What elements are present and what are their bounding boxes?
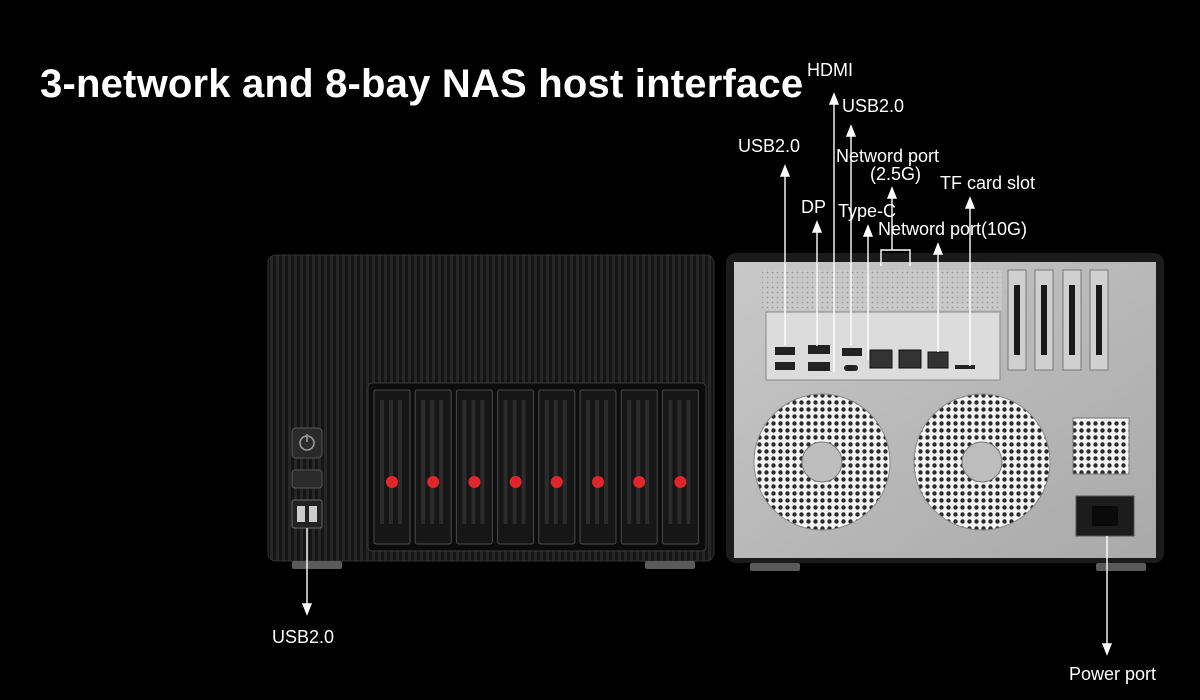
drive-tray-vent: [586, 400, 590, 524]
drive-tray-release-button[interactable]: [674, 476, 687, 488]
drive-tray-vent: [480, 400, 485, 524]
rear-foot-right: [1096, 563, 1146, 571]
front-foot-left: [292, 561, 342, 569]
drive-tray-vent: [562, 400, 567, 524]
drive-bays: [373, 389, 699, 545]
label-usb-front: USB2.0: [272, 627, 335, 647]
drive-tray-release-button[interactable]: [592, 476, 604, 488]
io-shield: [765, 311, 1001, 381]
drive-tray-vent: [636, 400, 641, 524]
drive-tray-vent: [521, 400, 526, 524]
reset-button[interactable]: [291, 469, 323, 489]
drive-tray-release-button[interactable]: [468, 476, 481, 488]
drive-tray-vent: [389, 400, 393, 524]
drive-tray-release-button[interactable]: [509, 476, 522, 488]
dp-port[interactable]: [808, 345, 830, 354]
label-tf-card: TF card slot: [940, 173, 1036, 193]
network-port-2-5g-2[interactable]: [898, 349, 922, 369]
tf-card-slot[interactable]: [955, 365, 975, 369]
drive-tray-vent: [553, 400, 558, 524]
drive-tray-vent: [503, 400, 508, 524]
type-c-port[interactable]: [844, 365, 858, 371]
label-network-2-5g: Netword port: [836, 146, 940, 166]
psu-fan: [1072, 417, 1130, 475]
drive-tray-vent: [462, 400, 467, 524]
drive-tray-vent: [512, 400, 517, 524]
drive-tray-vent: [421, 400, 426, 524]
drive-tray-vent: [627, 400, 632, 524]
label-network-10g: Netword port(10G): [878, 219, 1028, 239]
label-type-c: Type-C: [838, 201, 897, 221]
network-port-2-5g-1[interactable]: [869, 349, 893, 369]
label-power-port: Power port: [1069, 664, 1157, 684]
label-usb-left: USB2.0: [738, 136, 801, 156]
drive-tray-vent: [398, 400, 402, 524]
drive-tray-release-button[interactable]: [427, 476, 440, 488]
rear-foot-left: [750, 563, 800, 571]
rear-chassis: [726, 253, 1164, 571]
drive-tray-vent: [430, 400, 435, 524]
label-usb-top: USB2.0: [842, 96, 905, 116]
drive-tray-vent: [439, 400, 444, 524]
drive-tray-release-button[interactable]: [550, 476, 563, 488]
drive-tray-vent: [471, 400, 476, 524]
rear-usb-port-1[interactable]: [775, 347, 795, 355]
drive-tray-vent: [686, 400, 691, 524]
page-title: 3-network and 8-bay NAS host interface: [40, 62, 804, 106]
network-port-10g[interactable]: [927, 351, 949, 369]
drive-tray-release-button[interactable]: [633, 476, 646, 488]
drive-tray-release-button[interactable]: [386, 476, 398, 488]
rear-usb-port-2[interactable]: [775, 362, 795, 370]
power-button[interactable]: [291, 427, 323, 459]
drive-tray-vent: [380, 400, 384, 524]
drive-tray-vent: [677, 400, 682, 524]
front-foot-right: [645, 561, 695, 569]
top-vent: [762, 270, 1002, 310]
rear-usb-port-3[interactable]: [842, 348, 862, 356]
drive-tray-vent: [595, 400, 599, 524]
label-network-2-5g-sub: (2.5G): [870, 164, 922, 184]
label-hdmi: HDMI: [807, 60, 853, 80]
expansion-slots: [1007, 269, 1109, 371]
label-dp: DP: [801, 197, 827, 217]
drive-tray-vent: [645, 400, 650, 524]
drive-tray-vent: [544, 400, 549, 524]
drive-tray-vent: [604, 400, 608, 524]
drive-tray-vent: [668, 400, 673, 524]
hdmi-port[interactable]: [808, 362, 830, 371]
callout-arrows: [301, 92, 1113, 656]
front-usb-port[interactable]: [291, 499, 323, 529]
